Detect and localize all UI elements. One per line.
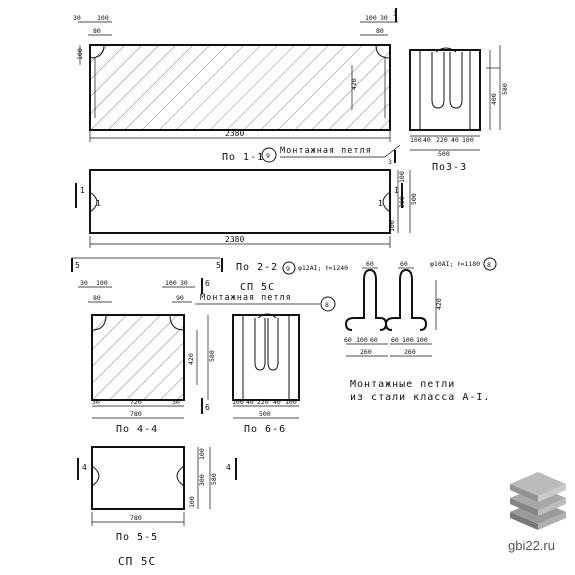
plan55-dim-580: 580: [210, 473, 218, 485]
loop1-top-dim: 60: [366, 260, 374, 268]
b44-dim-b1: 30: [92, 398, 100, 406]
dim-top-right-2: 30: [380, 14, 388, 22]
section-mark-bottom: 3: [388, 158, 392, 166]
plan55-length: 780: [130, 514, 142, 522]
loop1-dim-1: 60: [344, 336, 352, 344]
dim-inner-420: 420: [350, 78, 358, 90]
b44-length: 780: [130, 410, 142, 418]
callout-number-9: 9: [266, 152, 270, 160]
plan55-mark-right: 4: [226, 463, 231, 472]
dim-top-left-2: 100: [97, 14, 109, 22]
b44-dim-b3: 30: [172, 398, 180, 406]
caption-po-2-2: По 2-2: [236, 262, 278, 273]
loops-title-1: Монтажные петли: [350, 379, 455, 390]
loop2-dim-2: 100: [402, 336, 414, 344]
plan-dim-100b: 100: [388, 220, 396, 232]
block-plan-top: 1 1 1 1 100 300 500 100 2380: [75, 169, 418, 248]
loop2-callout-8: 8: [487, 261, 491, 269]
loop2-top-dim: 60: [400, 260, 408, 268]
callout-9-mid: 9: [286, 265, 290, 273]
mid-dim-left-3: 80: [93, 294, 101, 302]
callout-spec-9: φ12АI; ℓ=1240: [298, 264, 348, 272]
loop2-dim-3: 100: [416, 336, 428, 344]
block-plan-5-5: 4 4 100 300 580 100 780 По 5-5 СП 5С: [77, 446, 237, 568]
b44-dim-b2: 720: [130, 398, 142, 406]
callout-label-mid: Монтажная петля: [200, 293, 292, 303]
plan-mark-right: 1: [378, 199, 383, 208]
sec33-dim-b3: 220: [436, 136, 448, 144]
plan55-mark-left: 4: [82, 463, 87, 472]
sec33-dim-580: 580: [501, 83, 509, 95]
plan55-dim-100a: 100: [198, 448, 206, 460]
sec33-dim-b4: 40: [451, 136, 459, 144]
mid-dim-right-2: 30: [180, 279, 188, 287]
sec33-dim-b5: 100: [462, 136, 474, 144]
watermark-text: gbi22.ru: [508, 538, 555, 553]
plan-mark-left: 1: [96, 199, 101, 208]
section-3-3: 400 580 100 40 220 40 100 500 По3-3: [409, 45, 509, 173]
loop1-dim-3: 60: [370, 336, 378, 344]
mark-5-right: 5: [216, 261, 221, 270]
section-6-6: 100 40 220 40 100 500 По 6-6: [232, 313, 300, 435]
b44-dim-580: 580: [208, 350, 216, 362]
dim-left-100: 100: [76, 48, 84, 60]
length-2380-plan: 2380: [225, 235, 244, 244]
callout-8-mid: 8: [325, 301, 329, 309]
sec66-dim-b4: 40: [273, 398, 281, 406]
loop2-spec: φ10АI; ℓ=1180: [430, 260, 480, 268]
plan55-dim-100b: 100: [188, 496, 196, 508]
loop2-dim-1: 60: [391, 336, 399, 344]
sec66-dim-b2: 40: [246, 398, 254, 406]
plan-dim-500: 500: [410, 193, 418, 205]
middle-row: 5 5 По 2-2 СП 5С 9 φ12АI; ℓ=1240 30 100 …: [71, 257, 348, 312]
sec33-width: 500: [438, 150, 450, 158]
caption-po-1-1: По 1-1: [222, 152, 264, 163]
sec66-width: 500: [259, 410, 271, 418]
callout-circle-9: [261, 147, 277, 163]
sec66-dim-b3: 220: [257, 398, 269, 406]
mid-dim-left-1: 30: [80, 279, 88, 287]
title-sp5c: СП 5С: [118, 555, 156, 568]
subcaption-sp5c: СП 5С: [240, 282, 275, 293]
plan55-dim-300: 300: [198, 474, 206, 486]
b44-dim-420: 420: [187, 353, 195, 365]
mid-dim-right-1: 100: [165, 279, 177, 287]
caption-po-5-5: По 5-5: [116, 532, 158, 543]
loop2-width: 260: [404, 348, 416, 356]
plan-dim-100a: 100: [398, 171, 406, 183]
mid-dim-right-3: 90: [176, 294, 184, 302]
length-2380-top: 2380: [225, 129, 244, 138]
watermark-logo: [510, 472, 566, 530]
plan-section-left: 1: [80, 186, 85, 195]
loops-dim-420: 420: [435, 298, 443, 310]
plan-section-right: 1: [394, 186, 399, 195]
sec33-dim-400: 400: [490, 93, 498, 105]
plan-dim-300: 300: [398, 196, 406, 208]
sec66-dim-b5: 100: [285, 398, 297, 406]
caption-po-3-3: По3-3: [432, 162, 467, 173]
dim-top-left-3: 80: [93, 27, 101, 35]
mark-5-left: 5: [75, 261, 80, 270]
block-elevation-4-4: 420 580 30 720 30 780 По 4-4 6: [91, 314, 216, 435]
dim-top-right-3: 80: [376, 27, 384, 35]
sec66-dim-b1: 100: [232, 398, 244, 406]
caption-po-6-6: По 6-6: [244, 424, 286, 435]
block-elevation-1-1: 30 100 80 100 30 80 3 420 100 2380 По 1-…: [73, 8, 401, 166]
caption-po-4-4: По 4-4: [116, 424, 158, 435]
sec33-dim-b1: 100: [410, 136, 422, 144]
mid-dim-left-2: 100: [96, 279, 108, 287]
lifting-loops-detail: 60 60 φ10АI; ℓ=1180 8 420 60 100 60 260 …: [344, 257, 497, 403]
mark-6-top: 6: [205, 279, 210, 288]
loop1-dim-2: 100: [356, 336, 368, 344]
mark-6-bottom: 6: [205, 403, 210, 412]
loop1-width: 260: [360, 348, 372, 356]
dim-top-right-1: 100: [365, 14, 377, 22]
loops-title-2: из стали класса А-I.: [350, 392, 490, 403]
sec33-dim-b2: 40: [423, 136, 431, 144]
callout-label-top: Монтажная петля: [280, 146, 372, 156]
dim-top-left-1: 30: [73, 14, 81, 22]
